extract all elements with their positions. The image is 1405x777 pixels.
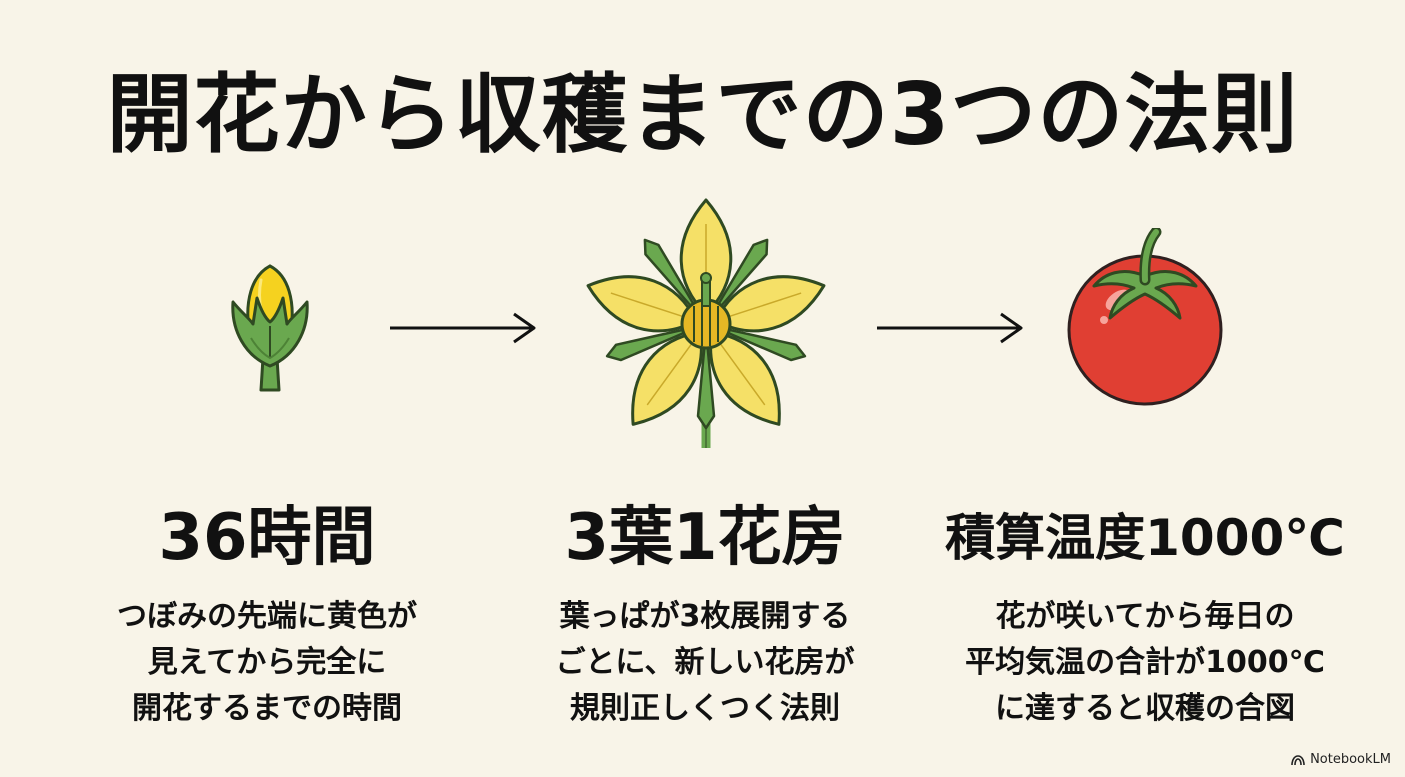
arrow-right-icon — [390, 312, 536, 344]
description-line: 規則正しくつく法則 — [570, 691, 840, 726]
description-line: 葉っぱが3枚展開する — [559, 599, 851, 634]
brand-label: NotebookLM — [1310, 752, 1391, 767]
description-line: に達すると収穫の合図 — [995, 691, 1295, 726]
flower-bud-icon — [231, 264, 309, 392]
stage-description: 葉っぱが3枚展開する ごとに、新しい花房が 規則正しくつく法則 — [495, 594, 915, 732]
stage-three-leaf-rule: 3葉1花房 葉っぱが3枚展開する ごとに、新しい花房が 規則正しくつく法則 — [495, 490, 915, 732]
arrow-right-icon — [877, 312, 1023, 344]
notebooklm-logo-icon — [1291, 754, 1305, 765]
description-line: 花が咲いてから毎日の — [995, 599, 1295, 634]
stage-flowering-time: 36時間 つぼみの先端に黄色が 見えてから完全に 開花するまでの時間 — [57, 490, 477, 732]
description-line: 平均気温の合計が1000℃ — [965, 645, 1325, 680]
stage-heading: 3葉1花房 — [564, 501, 846, 575]
tomato-flower-icon — [586, 198, 826, 448]
stage-description: つぼみの先端に黄色が 見えてから完全に 開花するまでの時間 — [57, 594, 477, 732]
description-line: ごとに、新しい花房が — [555, 645, 855, 680]
page-title: 開花から収穫までの3つの法則 — [106, 65, 1299, 165]
tomato-icon — [1067, 228, 1223, 406]
description-line: 見えてから完全に — [147, 645, 387, 680]
brand-watermark: NotebookLM — [1291, 752, 1391, 767]
stage-heading: 積算温度1000℃ — [945, 509, 1345, 567]
stage-heading: 36時間 — [158, 501, 376, 575]
stage-description: 花が咲いてから毎日の 平均気温の合計が1000℃ に達すると収穫の合図 — [935, 594, 1355, 732]
description-line: つぼみの先端に黄色が — [117, 599, 417, 634]
description-line: 開花するまでの時間 — [132, 691, 402, 726]
stage-accumulated-temperature: 積算温度1000℃ 花が咲いてから毎日の 平均気温の合計が1000℃ に達すると… — [935, 490, 1355, 732]
